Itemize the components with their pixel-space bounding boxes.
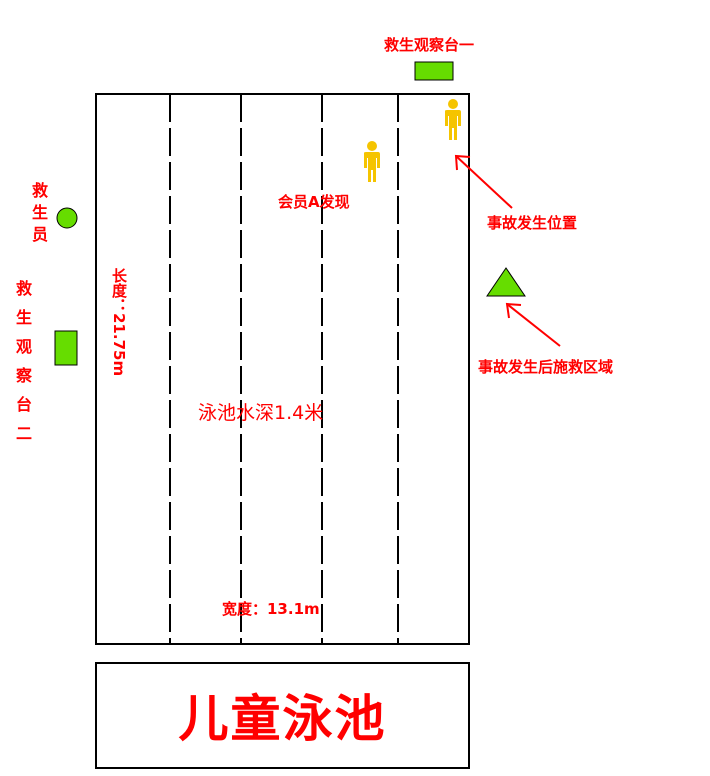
tower-two-label: 救 生 观 察 台 二 bbox=[12, 274, 36, 448]
pool-name-title: 儿童泳池 bbox=[178, 690, 387, 748]
width-label: 宽度：13.1m bbox=[222, 600, 320, 618]
person-icon bbox=[364, 141, 380, 182]
tower-two-label-char: 察 bbox=[15, 366, 32, 385]
accident-location-label: 事故发生位置 bbox=[487, 214, 578, 232]
tower-two-label-char: 观 bbox=[15, 337, 32, 356]
length-label: 长度：21.75m bbox=[110, 268, 128, 377]
rescue-area-label: 事故发生后施救区域 bbox=[478, 358, 614, 376]
member-a-label: 会员A发现 bbox=[278, 193, 350, 211]
lifeguard-label: 救 生 员 bbox=[28, 180, 52, 246]
tower-one-icon bbox=[414, 61, 454, 81]
tower-one-label: 救生观察台一 bbox=[384, 36, 475, 54]
tower-two-icon bbox=[54, 330, 78, 366]
rescue-arrow bbox=[505, 302, 561, 347]
tower-two-label-char: 生 bbox=[15, 308, 32, 327]
tower-two-label-char: 台 bbox=[15, 395, 32, 414]
tower-two-label-char: 救 bbox=[15, 279, 32, 298]
depth-label: 泳池水深1.4米 bbox=[198, 402, 324, 424]
accident-arrow bbox=[454, 154, 513, 209]
pool-outline bbox=[95, 93, 470, 645]
tower-two-label-char: 二 bbox=[15, 424, 32, 443]
lane-dividers bbox=[169, 94, 399, 644]
lifeguard-label-char: 员 bbox=[31, 225, 48, 244]
lifeguard-icon bbox=[56, 207, 78, 229]
lifeguard-label-char: 救 bbox=[31, 181, 48, 200]
lifeguard-label-char: 生 bbox=[31, 203, 48, 222]
person-icon bbox=[445, 99, 461, 140]
rescue-area-icon bbox=[486, 267, 526, 297]
pool-name-box bbox=[95, 662, 470, 769]
